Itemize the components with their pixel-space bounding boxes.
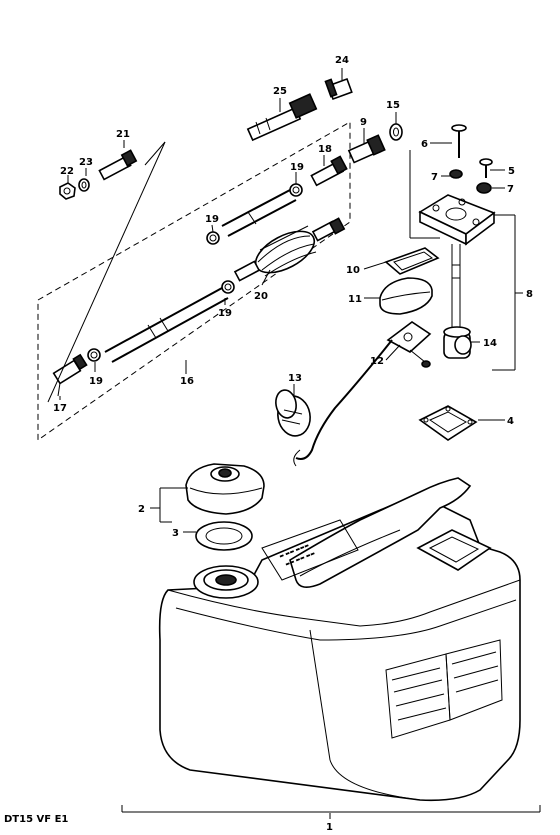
hose-clip-upper-right xyxy=(289,183,303,197)
nut-22 xyxy=(59,182,76,200)
gauge-mount-port xyxy=(416,529,492,571)
callout-1: 1 xyxy=(326,822,333,833)
callout-22: 22 xyxy=(60,166,74,177)
model-code-label: DT15 VF E1 xyxy=(4,814,68,825)
connector-9 xyxy=(347,134,386,164)
washer-23 xyxy=(78,178,90,192)
fuel-joint-21 xyxy=(98,149,138,181)
callout-14: 14 xyxy=(483,338,497,349)
fuel-hose-upper xyxy=(221,189,297,237)
callout-4: 4 xyxy=(507,416,514,427)
filter-13 xyxy=(275,389,311,437)
callout-6: 6 xyxy=(421,139,428,150)
filler-neck xyxy=(193,565,259,599)
callout-17: 17 xyxy=(53,403,67,414)
callout-16: 16 xyxy=(180,376,194,387)
leader-21-diagonal xyxy=(47,141,166,403)
cover-11 xyxy=(379,277,433,315)
fuel-filter-14 xyxy=(443,326,472,359)
callout-19-upper-right: 19 xyxy=(290,162,304,173)
fuel-hose-assembly-group xyxy=(37,121,351,441)
callout-10: 10 xyxy=(346,265,360,276)
hose-clip-lower xyxy=(87,348,101,362)
callout-19-middle: 19 xyxy=(218,308,232,319)
bracket-12 xyxy=(386,321,432,368)
callout-2: 2 xyxy=(138,504,145,515)
pickup-tube xyxy=(451,244,461,340)
callout-13: 13 xyxy=(288,373,302,384)
callout-19-lower: 19 xyxy=(89,376,103,387)
retaining-wire xyxy=(293,339,393,467)
callout-20: 20 xyxy=(254,291,268,302)
callout-21: 21 xyxy=(116,129,130,140)
gasket-4 xyxy=(418,405,478,441)
gasket-10 xyxy=(384,247,440,275)
o-ring-15 xyxy=(389,123,403,141)
callout-7-right: 7 xyxy=(507,184,514,195)
callout-3: 3 xyxy=(172,528,179,539)
pickup-flange-plate xyxy=(418,194,496,246)
callout-5: 5 xyxy=(508,166,515,177)
screw-6 xyxy=(451,124,467,158)
fuel-tank-1: ▬ ▬▬ ▬▬▬ ▬▬ ▬▬ ▬▬ xyxy=(158,477,521,802)
callout-12: 12 xyxy=(370,356,384,367)
callout-15: 15 xyxy=(386,100,400,111)
callout-18: 18 xyxy=(318,144,332,155)
fuel-connector-engine xyxy=(52,353,88,397)
leader-lines xyxy=(59,68,541,819)
screw-5 xyxy=(479,158,493,178)
warning-label-front-right xyxy=(445,639,503,721)
hose-clip-upper-left xyxy=(206,231,220,245)
callout-23: 23 xyxy=(79,157,93,168)
connector-25 xyxy=(246,93,318,142)
fuel-hose-lower xyxy=(104,287,229,363)
callout-25: 25 xyxy=(273,86,287,97)
callout-numbers: 1 2 3 4 5 6 7 7 8 9 10 11 12 13 14 15 16… xyxy=(53,55,533,833)
callout-8: 8 xyxy=(526,289,533,300)
tank-cap-2 xyxy=(185,463,265,515)
fuel-pickup-assembly xyxy=(409,124,516,371)
warning-label-front-left xyxy=(385,653,451,739)
callout-19-upper-left: 19 xyxy=(205,214,219,225)
callout-9: 9 xyxy=(360,117,367,128)
hose-clip-middle xyxy=(221,280,235,294)
connector-24 xyxy=(324,77,353,101)
gasket-3 xyxy=(195,521,253,551)
primer-bulb xyxy=(233,217,346,282)
callout-11: 11 xyxy=(348,294,362,305)
callout-7-left: 7 xyxy=(431,172,438,183)
washer-7-left xyxy=(449,169,463,179)
washer-7-right xyxy=(476,182,492,194)
connector-18 xyxy=(310,155,348,187)
fuel-joint-group xyxy=(47,141,166,403)
callout-24: 24 xyxy=(335,55,349,66)
